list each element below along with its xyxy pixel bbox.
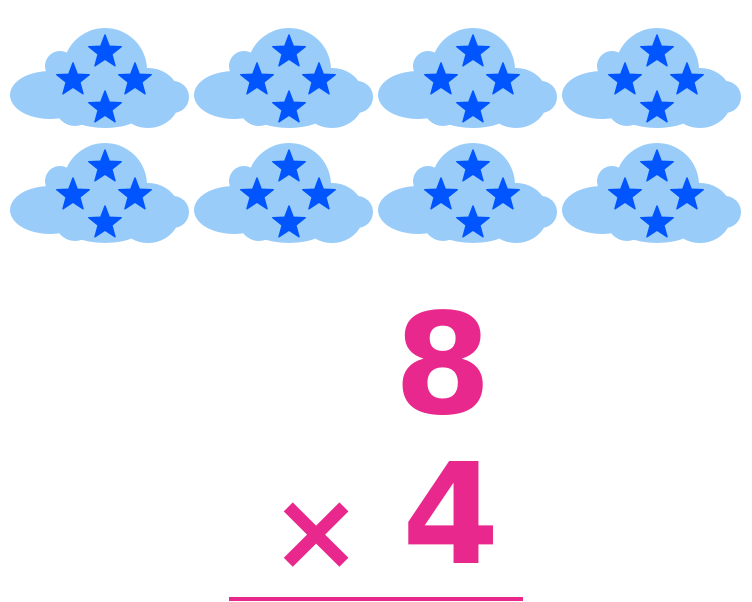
star-icon [118, 177, 152, 210]
cloud-shape [566, 193, 602, 229]
cloud-group [10, 143, 189, 243]
cloud-shape [157, 81, 189, 113]
cloud-group [378, 28, 557, 128]
star-icon [302, 62, 336, 95]
star-icon [670, 62, 704, 95]
star-icon [456, 90, 490, 123]
answer-line [229, 597, 523, 601]
cloud-shape [709, 81, 741, 113]
star-icon [88, 149, 122, 182]
star-icon [456, 149, 490, 182]
cloud-shape [14, 78, 50, 114]
star-icon [88, 205, 122, 238]
cloud-shape [229, 166, 259, 196]
cloud-shape [341, 81, 373, 113]
cloud-shape [157, 196, 189, 228]
star-icon [56, 62, 90, 95]
cloud-shape [597, 51, 627, 81]
cloud-shape [709, 196, 741, 228]
star-icon [608, 62, 642, 95]
star-icon [272, 149, 306, 182]
cloud-shape [14, 193, 50, 229]
star-icon [56, 177, 90, 210]
cloud-shape [525, 81, 557, 113]
star-icon [486, 177, 520, 210]
cloud-shape [45, 166, 75, 196]
cloud-shape [597, 166, 627, 196]
star-icon [456, 34, 490, 67]
cloud-group [194, 28, 373, 128]
star-icon [272, 90, 306, 123]
cloud-shape [525, 196, 557, 228]
cloud-group [10, 28, 189, 128]
cloud-shape [413, 51, 443, 81]
star-icon [640, 34, 674, 67]
star-icon [424, 177, 458, 210]
cloud-group [562, 143, 741, 243]
multiplicand: 8 [394, 284, 492, 447]
cloud-group [378, 143, 557, 243]
star-icon [272, 34, 306, 67]
star-icon [240, 177, 274, 210]
star-icon [640, 149, 674, 182]
cloud-shape [198, 193, 234, 229]
star-icon [486, 62, 520, 95]
star-icon [272, 205, 306, 238]
cloud-group [194, 143, 373, 243]
star-icon [608, 177, 642, 210]
cloud-shape [382, 193, 418, 229]
star-icon [88, 90, 122, 123]
cloud-shape [382, 78, 418, 114]
cloud-shape [341, 196, 373, 228]
cloud-shape [198, 78, 234, 114]
cloud-shape [413, 166, 443, 196]
cloud-shape [45, 51, 75, 81]
multiplier: 4 [402, 434, 500, 597]
cloud-groups [10, 28, 741, 243]
multiply-sign: × [270, 467, 363, 595]
cloud-shape [229, 51, 259, 81]
cloud-group [562, 28, 741, 128]
star-icon [640, 90, 674, 123]
star-icon [670, 177, 704, 210]
star-icon [640, 205, 674, 238]
star-icon [424, 62, 458, 95]
star-icon [118, 62, 152, 95]
cloud-shape [566, 78, 602, 114]
star-icon [302, 177, 336, 210]
star-icon [456, 205, 490, 238]
star-icon [240, 62, 274, 95]
star-icon [88, 34, 122, 67]
